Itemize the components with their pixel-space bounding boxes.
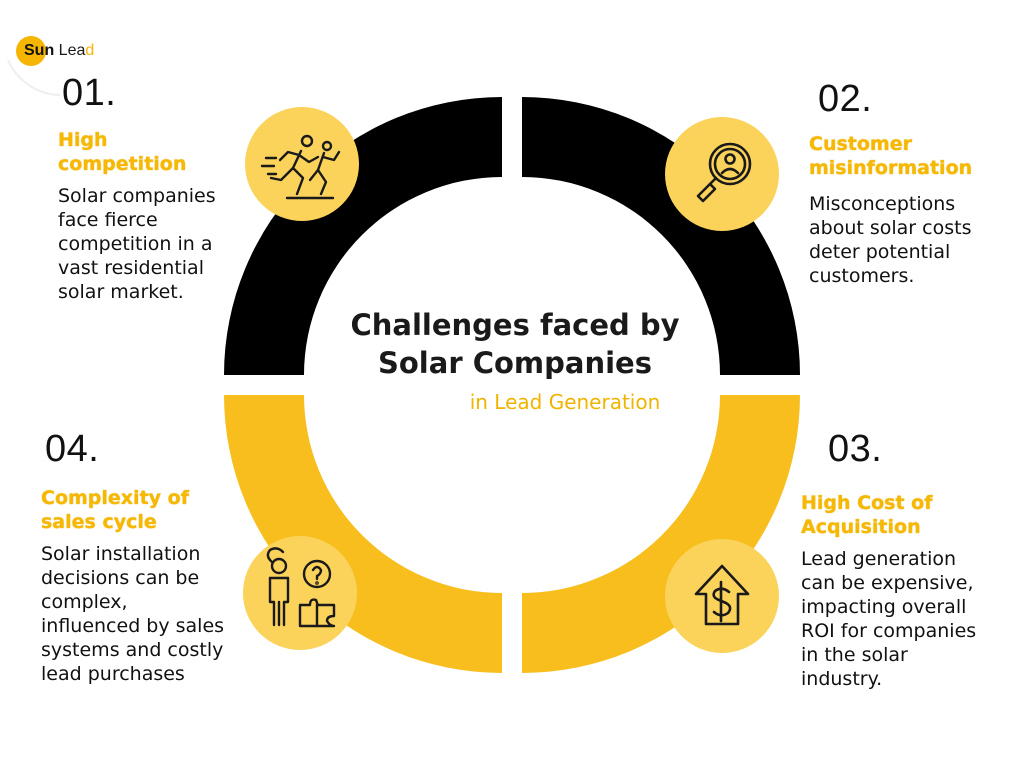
running-competition-icon <box>245 107 359 221</box>
center-subtitle: in Lead Generation <box>469 390 661 414</box>
sunlead-logo: Sun Lead <box>16 36 94 66</box>
ring-segment-01 <box>224 97 502 375</box>
logo-text: Sun Lead <box>24 42 95 59</box>
ring-segment-04 <box>224 395 502 673</box>
house-dollar-icon <box>665 539 779 653</box>
center-title: Challenges faced by Solar Companies <box>330 306 700 382</box>
sun-logo-mark <box>16 36 46 66</box>
center-title-line1: Challenges faced by <box>350 308 680 342</box>
item-03-number: 03. <box>828 428 883 470</box>
search-user-icon <box>665 117 779 231</box>
ring-segment-02 <box>522 97 800 375</box>
confused-puzzle-icon <box>243 536 357 650</box>
item-01-number: 01. <box>62 72 117 114</box>
item-04-number: 04. <box>45 428 100 470</box>
item-02-number: 02. <box>818 78 873 120</box>
center-title-line2: Solar Companies <box>378 346 652 380</box>
ring-segment-03 <box>522 395 800 673</box>
